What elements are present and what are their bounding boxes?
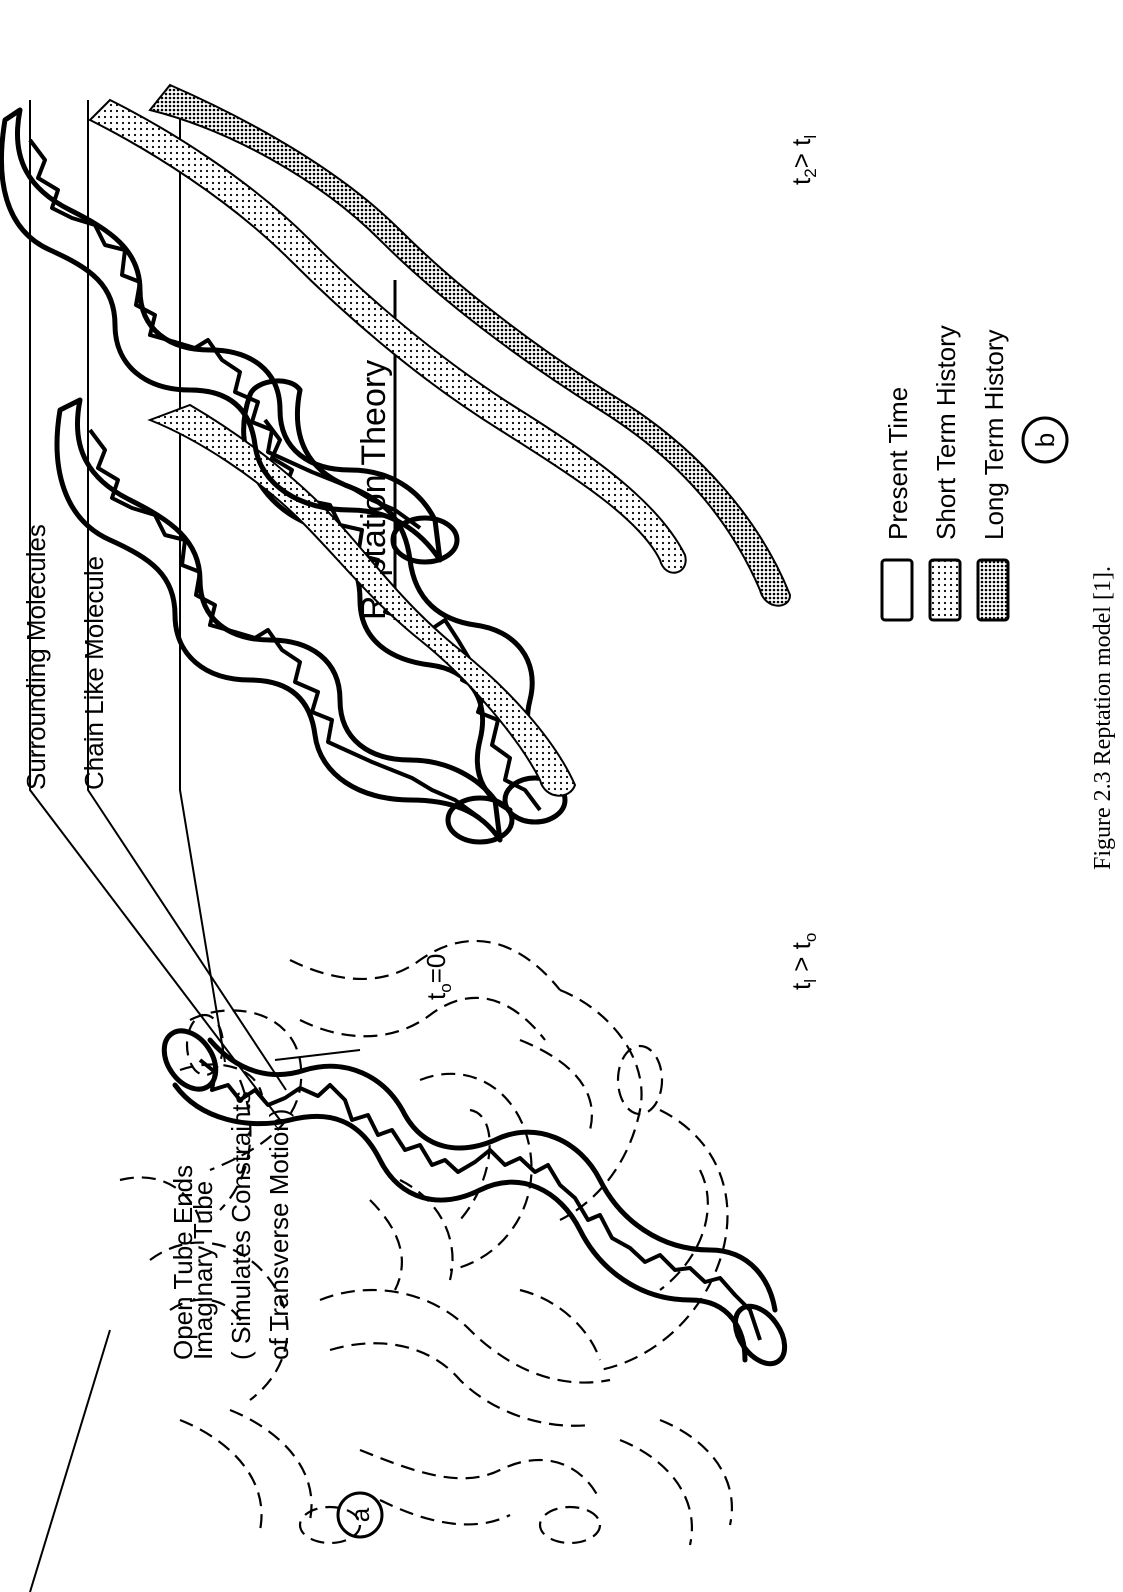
svg-text:a: a (345, 1507, 375, 1522)
figure-caption: Figure 2.3 Reptation model [1]. (1090, 566, 1116, 870)
t0-label: to=0 (421, 954, 455, 1000)
label-imaginary-tube: Imaginary Tube (188, 1181, 218, 1360)
legend-swatch-long (978, 560, 1008, 620)
legend-long-term: Long Term History (979, 330, 1009, 541)
legend-present-time: Present Time (883, 387, 913, 540)
label-imaginary-tube-2: ( Simulates Constraints (226, 1091, 256, 1360)
t1-label: tl > to (786, 933, 820, 990)
legend-swatch-short (930, 560, 960, 620)
svg-text:b: b (1030, 433, 1060, 447)
label-chain-molecule: Chain Like Molecule (79, 556, 109, 790)
legend: Present Time Short Term History Long Ter… (882, 325, 1009, 620)
t2-label: t2> tl (786, 135, 820, 185)
label-surrounding-molecules: Surrounding Molecules (21, 524, 51, 790)
marker-a: a (338, 1493, 382, 1537)
label-imaginary-tube-3: of Transverse Motion) (264, 1109, 294, 1360)
label-leaders (30, 100, 360, 1592)
panel-a: Surrounding Molecules Chain Like Molecul… (21, 100, 795, 1592)
marker-b: b (1023, 418, 1067, 462)
legend-swatch-present (882, 560, 912, 620)
legend-short-term: Short Term History (931, 325, 961, 540)
panel-b: to=0 tl > to t2> tl Present Time Short T… (1, 85, 1067, 1000)
tube-t2 (1, 85, 790, 606)
